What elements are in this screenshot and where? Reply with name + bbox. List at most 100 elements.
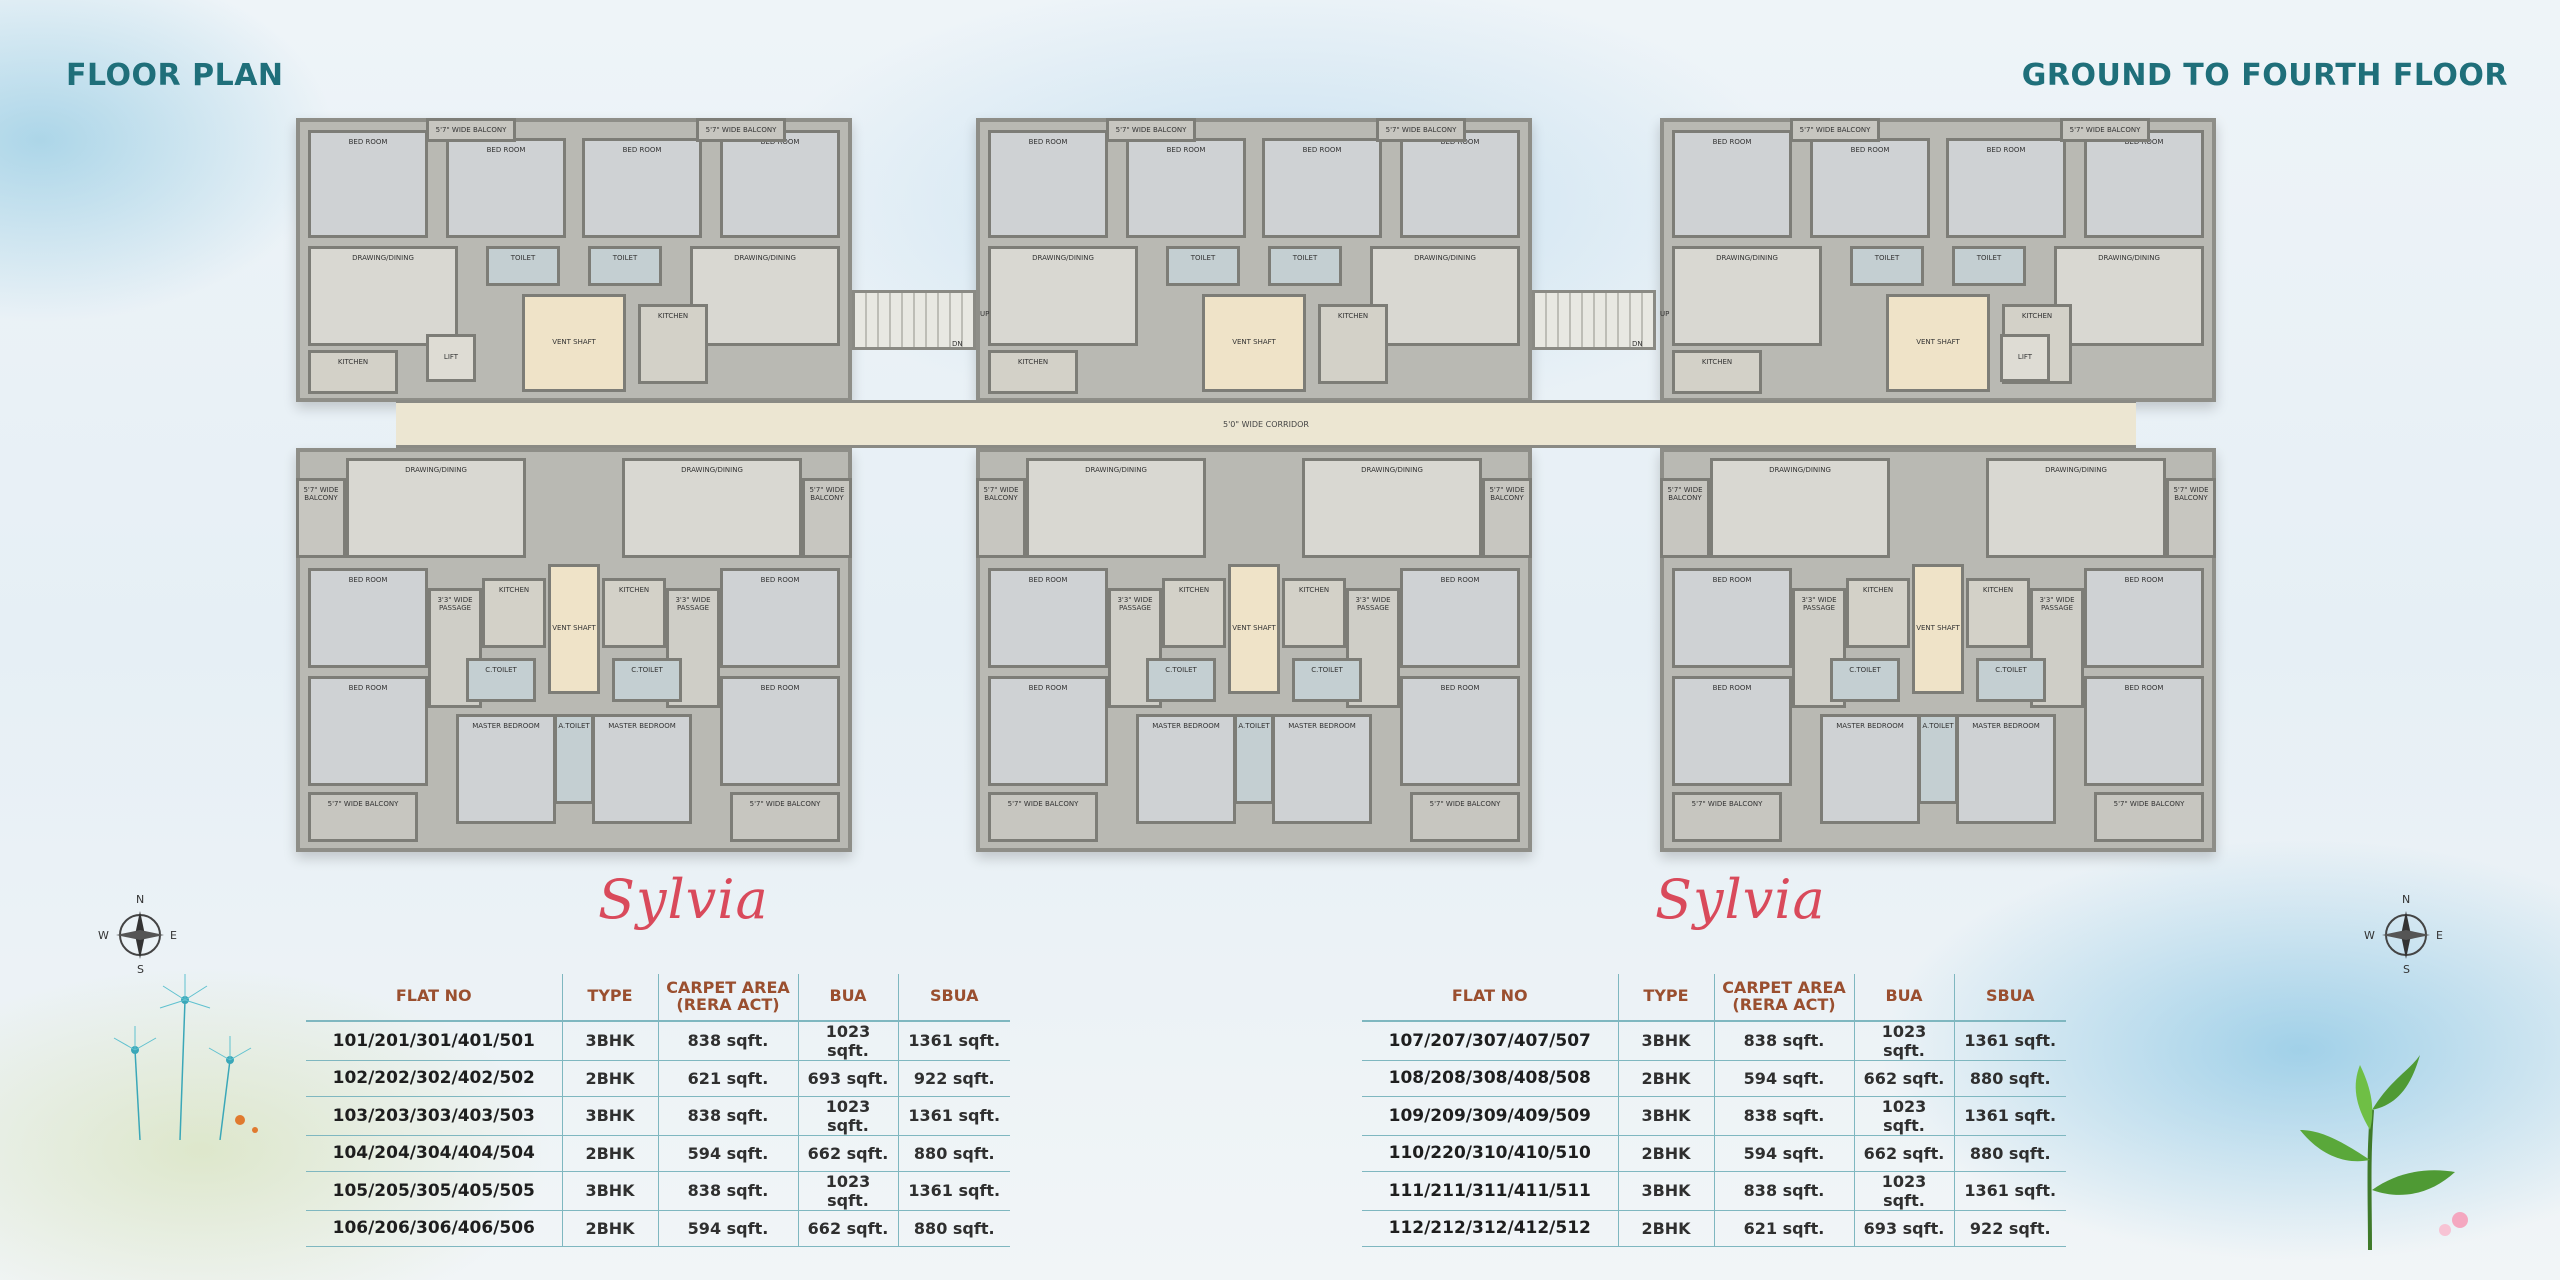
- type-cell: 2BHK: [1617, 1059, 1714, 1097]
- room-toilet: TOILET: [1268, 246, 1342, 286]
- carpet-area-cell: 594 sqft.: [657, 1209, 798, 1247]
- room-bedroom: BED ROOM: [2084, 676, 2204, 786]
- room-drawing-dining: DRAWING/DINING: [1672, 246, 1822, 346]
- room-balcony: 5'7" WIDE BALCONY: [426, 118, 516, 142]
- room-balcony: 5'7" WIDE BALCONY: [976, 478, 1026, 558]
- flat-no-cell: 112/212/312/412/512: [1362, 1209, 1618, 1247]
- brand-logo-left: Sylvia: [598, 868, 769, 931]
- room-vent-shaft: VENT SHAFT: [1912, 564, 1964, 694]
- room-bedroom: BED ROOM: [1672, 568, 1792, 668]
- room-balcony: 5'7" WIDE BALCONY: [1672, 792, 1782, 842]
- bua-cell: 1023 sqft.: [797, 1095, 898, 1136]
- brand-logo-right: Sylvia: [1655, 868, 1826, 931]
- type-cell: 2BHK: [561, 1134, 658, 1172]
- room-kitchen: KITCHEN: [1162, 578, 1226, 648]
- bua-cell: 662 sqft.: [797, 1134, 898, 1172]
- room-kitchen: KITCHEN: [602, 578, 666, 648]
- sbua-cell: 1361 sqft.: [897, 1095, 1010, 1136]
- room-a-toilet: A.TOILET: [1234, 714, 1274, 804]
- flat-no-cell: 105/205/305/405/505: [306, 1170, 562, 1211]
- table-header-cell: CARPET AREA (RERA ACT): [1713, 974, 1854, 1022]
- room-a-toilet: A.TOILET: [554, 714, 594, 804]
- room-balcony: 5'7" WIDE BALCONY: [802, 478, 852, 558]
- type-cell: 3BHK: [561, 1170, 658, 1211]
- room-bedroom: BED ROOM: [1126, 138, 1246, 238]
- flat-no-cell: 101/201/301/401/501: [306, 1020, 562, 1061]
- room-drawing-dining: DRAWING/DINING: [308, 246, 458, 346]
- page-title: FLOOR PLAN: [66, 58, 284, 93]
- stair-down-label: DN: [952, 340, 963, 348]
- room-bedroom: BED ROOM: [1400, 676, 1520, 786]
- compass-rose-icon: [2382, 911, 2430, 959]
- compass-east-label: E: [2436, 929, 2443, 942]
- room-balcony: 5'7" WIDE BALCONY: [2166, 478, 2216, 558]
- room-bedroom: BED ROOM: [582, 138, 702, 238]
- room-balcony: 5'7" WIDE BALCONY: [2094, 792, 2204, 842]
- room-kitchen: KITCHEN: [1282, 578, 1346, 648]
- sbua-cell: 1361 sqft.: [1953, 1020, 2066, 1061]
- room-passage: 3'3" WIDE PASSAGE: [2030, 588, 2084, 708]
- bua-cell: 1023 sqft.: [1853, 1170, 1954, 1211]
- room-bedroom: BED ROOM: [446, 138, 566, 238]
- bua-cell: 1023 sqft.: [797, 1020, 898, 1061]
- room-bedroom: BED ROOM: [988, 568, 1108, 668]
- plant-decoration-icon: [2300, 1055, 2468, 1250]
- staircase: [1532, 290, 1656, 350]
- room-drawing-dining: DRAWING/DINING: [690, 246, 840, 346]
- room-bedroom: BED ROOM: [308, 568, 428, 668]
- room-drawing-dining: DRAWING/DINING: [346, 458, 526, 558]
- room-master-bedroom: MASTER BEDROOM: [1820, 714, 1920, 824]
- compass-south-label: S: [2403, 963, 2410, 976]
- compass-rose-icon: [116, 911, 164, 959]
- sbua-cell: 1361 sqft.: [897, 1170, 1010, 1211]
- flat-no-cell: 106/206/306/406/506: [306, 1209, 562, 1247]
- stair-down-label: DN: [1632, 340, 1643, 348]
- room-balcony: 5'7" WIDE BALCONY: [1410, 792, 1520, 842]
- flat-no-cell: 109/209/309/409/509: [1362, 1095, 1618, 1136]
- room-bedroom: BED ROOM: [2084, 130, 2204, 238]
- room-balcony: 5'7" WIDE BALCONY: [696, 118, 786, 142]
- room-kitchen: KITCHEN: [1846, 578, 1910, 648]
- flat-no-cell: 107/207/307/407/507: [1362, 1020, 1618, 1061]
- room-balcony: 5'7" WIDE BALCONY: [988, 792, 1098, 842]
- compass-north-label: N: [136, 893, 145, 906]
- flat-no-cell: 108/208/308/408/508: [1362, 1059, 1618, 1097]
- type-cell: 3BHK: [561, 1095, 658, 1136]
- room-kitchen: KITCHEN: [1672, 350, 1762, 394]
- room-bedroom: BED ROOM: [1400, 130, 1520, 238]
- room-bedroom: BED ROOM: [308, 676, 428, 786]
- type-cell: 2BHK: [561, 1209, 658, 1247]
- table-header-cell: CARPET AREA (RERA ACT): [657, 974, 798, 1022]
- carpet-area-cell: 594 sqft.: [1713, 1059, 1854, 1097]
- flat-no-cell: 110/220/310/410/510: [1362, 1134, 1618, 1172]
- table-header-cell: SBUA: [897, 974, 1010, 1022]
- room-bedroom: BED ROOM: [988, 130, 1108, 238]
- sbua-cell: 880 sqft.: [897, 1209, 1010, 1247]
- bua-cell: 1023 sqft.: [797, 1170, 898, 1211]
- compass-west-label: W: [2364, 929, 2375, 942]
- type-cell: 3BHK: [1617, 1095, 1714, 1136]
- room-c-toilet: C.TOILET: [1830, 658, 1900, 702]
- room-master-bedroom: MASTER BEDROOM: [456, 714, 556, 824]
- room-balcony: 5'7" WIDE BALCONY: [308, 792, 418, 842]
- room-bedroom: BED ROOM: [1262, 138, 1382, 238]
- room-kitchen: KITCHEN: [482, 578, 546, 648]
- room-c-toilet: C.TOILET: [1146, 658, 1216, 702]
- room-bedroom: BED ROOM: [1672, 676, 1792, 786]
- carpet-area-cell: 838 sqft.: [657, 1095, 798, 1136]
- carpet-area-cell: 594 sqft.: [1713, 1134, 1854, 1172]
- room-bedroom: BED ROOM: [1946, 138, 2066, 238]
- carpet-area-cell: 838 sqft.: [1713, 1095, 1854, 1136]
- type-cell: 3BHK: [561, 1020, 658, 1061]
- room-kitchen: KITCHEN: [988, 350, 1078, 394]
- room-balcony: 5'7" WIDE BALCONY: [1482, 478, 1532, 558]
- room-c-toilet: C.TOILET: [466, 658, 536, 702]
- table-header-cell: TYPE: [1617, 974, 1714, 1022]
- room-balcony: 5'7" WIDE BALCONY: [1106, 118, 1196, 142]
- type-cell: 2BHK: [561, 1059, 658, 1097]
